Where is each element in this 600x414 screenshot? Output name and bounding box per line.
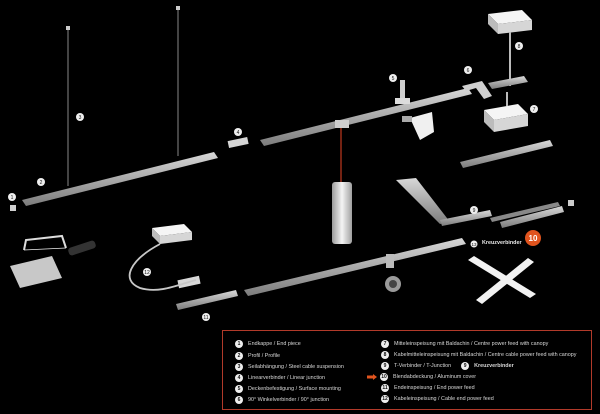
legend-item: 3 Seilabhängung / Steel cable suspension (235, 362, 344, 372)
aluminum-cover (490, 202, 560, 222)
pendant-luminaire (332, 182, 352, 244)
end-piece (10, 205, 16, 211)
svg-text:10: 10 (529, 234, 538, 243)
profile-rail (176, 290, 238, 310)
callout-marker (530, 105, 538, 113)
legend-item: 1 Endkappe / End piece (235, 339, 301, 349)
callout-marker (76, 113, 84, 121)
profile-rail (22, 152, 218, 206)
callout-marker (202, 313, 210, 321)
svg-text:9: 9 (473, 208, 476, 214)
profile-rail (260, 88, 472, 146)
callout-marker (470, 240, 478, 248)
svg-text:8: 8 (518, 44, 521, 50)
svg-text:13: 13 (471, 242, 477, 247)
legend-item: 6 90° Winkelverbinder / 90° junction (235, 395, 329, 405)
corner-junction (462, 81, 492, 99)
svg-text:11: 11 (203, 315, 208, 321)
svg-text:5: 5 (392, 76, 395, 82)
canopy-centre-feed (484, 104, 528, 120)
svg-text:6: 6 (467, 68, 470, 74)
hacksaw-tool (10, 234, 96, 288)
legend-item: 5 Deckenbefestigung / Surface mounting (235, 384, 341, 394)
cross-junction (468, 256, 536, 304)
legend-item: 11 Endeinspeisung / End power feed (381, 384, 475, 392)
callout-marker (389, 74, 397, 82)
callout-marker (470, 206, 478, 214)
profile-rail (500, 206, 564, 228)
legend-item: 8 Kabelmitteleinspeisung mit Baldachin /… (381, 350, 577, 360)
surface-mount (400, 80, 405, 102)
callout-marker (464, 66, 472, 74)
legend-item: 4 Linearverbinder / Linear junction (235, 373, 325, 383)
linear-junction (227, 136, 249, 148)
svg-text:12: 12 (144, 270, 150, 276)
legend-item: 12 Kabeleinspeisung / Cable end power fe… (381, 395, 494, 403)
cross-junction-label: Kreuzverbinder (482, 240, 522, 246)
legend-item: 7 Mitteleinspeisung mit Baldachin / Cent… (381, 339, 548, 349)
callout-marker (525, 230, 541, 246)
svg-text:3: 3 (79, 115, 82, 121)
svg-text:1: 1 (11, 195, 14, 201)
callout-marker (37, 178, 45, 186)
arrow-right-icon (367, 374, 377, 380)
profile-rail (244, 238, 466, 296)
callout-markers: 1 2 3 4 5 6 7 8 9 10 11 12 13 (8, 42, 541, 321)
profile-rail (460, 140, 553, 168)
svg-text:7: 7 (533, 107, 536, 113)
callout-marker (515, 42, 523, 50)
legend-box: 1 Endkappe / End piece 2 Profil / Profil… (222, 330, 592, 410)
canopy-cable-feed (488, 10, 532, 24)
legend-item: 2 Profil / Profile (235, 351, 280, 361)
callout-marker (234, 128, 242, 136)
cable-feed-box (152, 224, 192, 236)
spotlight (410, 112, 434, 140)
svg-text:2: 2 (40, 180, 43, 186)
feed-cable (128, 243, 197, 291)
legend-item: 9 T-Verbinder / T-Junction 9 Kreuzverbin… (381, 361, 514, 371)
callout-marker (143, 268, 151, 276)
legend-item: 10 Blendabdeckung / Aluminum cover (367, 372, 476, 382)
callout-marker (8, 193, 16, 201)
svg-text:4: 4 (237, 130, 240, 136)
t-junction (396, 178, 450, 224)
